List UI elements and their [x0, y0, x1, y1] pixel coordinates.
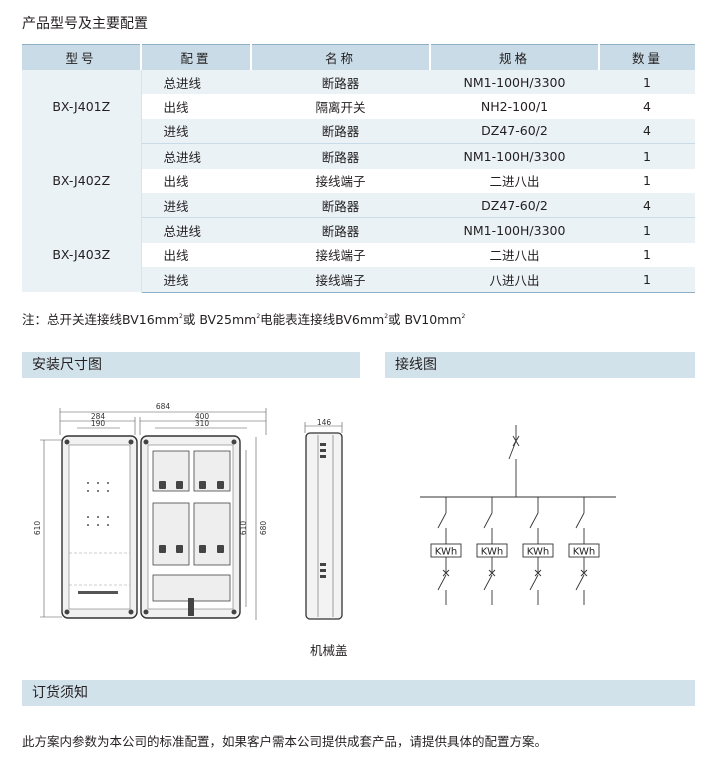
feeder-branches: KWh KWh KWh KWh	[430, 497, 600, 605]
cell-qty: 1	[599, 267, 695, 293]
cell-name: 接线端子	[251, 168, 430, 193]
enclosure-right-box	[140, 435, 241, 619]
note-text-3: 电能表连接线BV6mm	[260, 312, 385, 327]
col-header-spec: 规格	[429, 44, 599, 70]
col-header-model: 型号	[22, 44, 141, 70]
enclosure-side-view	[304, 422, 343, 620]
cell-config: 总进线	[141, 143, 251, 169]
cell-name: 断路器	[251, 118, 430, 145]
feeder-branch: KWh	[522, 497, 554, 605]
cell-spec: 八进八出	[430, 267, 599, 293]
dim-left-inner: 190	[91, 419, 106, 428]
dim-depth: 146	[317, 418, 332, 427]
enclosure-left-door	[61, 435, 138, 619]
cell-qty: 4	[599, 118, 695, 145]
dim-left-height: 610	[33, 521, 42, 536]
feeder-branch: KWh	[430, 497, 462, 605]
kwh-meter-label: KWh	[435, 547, 457, 558]
cell-config: 出线	[141, 94, 251, 119]
cell-spec: 二进八出	[430, 168, 599, 193]
kwh-meter-label: KWh	[481, 547, 503, 558]
note-sup-3: 2	[384, 313, 389, 320]
table-header-row: 型号 配置 名称 规格 数量	[22, 44, 695, 70]
cell-spec: NM1-100H/3300	[430, 217, 599, 243]
dim-right-inner-height: 610	[239, 521, 248, 536]
order-notes-text: 此方案内参数为本公司的标准配置，如果客户需本公司提供成套产品，请提供具体的配置方…	[22, 734, 548, 749]
cell-spec: NM1-100H/3300	[430, 70, 599, 95]
cell-config: 总进线	[141, 217, 251, 243]
note-text-4: 或 BV10mm	[388, 312, 462, 327]
note-sup-2: 2	[256, 313, 261, 320]
feeder-branch: KWh	[476, 497, 508, 605]
col-header-name: 名称	[250, 44, 430, 70]
cell-spec: DZ47-60/2	[430, 192, 599, 219]
cell-config: 出线	[141, 168, 251, 193]
section-order-notes: 订货须知	[22, 680, 695, 706]
cell-config: 总进线	[141, 70, 251, 95]
cell-qty: 1	[599, 143, 695, 169]
cell-qty: 1	[599, 168, 695, 193]
cell-spec: NH2-100/1	[430, 94, 599, 119]
cell-model: BX-J402Z	[22, 143, 142, 218]
wiring-note: 注：总开关连接线BV16mm2或 BV25mm2电能表连接线BV6mm2或 BV…	[22, 309, 465, 328]
dim-right-width: 400	[195, 412, 210, 421]
cell-model: BX-J401Z	[22, 70, 142, 144]
note-sup-1: 2	[179, 313, 183, 320]
cell-spec: 二进八出	[430, 242, 599, 268]
feeder-branch: KWh	[568, 497, 600, 605]
cell-name: 断路器	[251, 217, 430, 243]
cell-qty: 1	[599, 217, 695, 243]
cell-spec: DZ47-60/2	[430, 118, 599, 145]
cell-name: 隔离开关	[251, 94, 430, 119]
cell-name: 接线端子	[251, 267, 430, 293]
cell-config: 进线	[141, 267, 251, 293]
page-title: 产品型号及主要配置	[22, 16, 148, 32]
cell-name: 断路器	[251, 192, 430, 219]
note-text-1: 注：总开关连接线BV16mm	[22, 312, 180, 327]
dim-left-width: 284	[91, 412, 106, 421]
section-wiring: 接线图	[385, 352, 695, 378]
cell-qty: 1	[599, 70, 695, 95]
col-header-config: 配置	[140, 44, 251, 70]
cell-name: 接线端子	[251, 242, 430, 268]
cell-spec: NM1-100H/3300	[430, 143, 599, 169]
wiring-diagram: KWh KWh KWh KWh	[420, 425, 616, 605]
section-install-dims: 安装尺寸图	[22, 352, 360, 378]
cell-qty: 4	[599, 192, 695, 219]
cell-name: 断路器	[251, 70, 430, 95]
install-dimension-drawing: 684 284 190 400 310 610 610 680 146	[33, 402, 343, 620]
col-header-qty: 数量	[598, 44, 695, 70]
dim-overall-width: 684	[156, 402, 171, 411]
note-sup-4: 2	[461, 313, 466, 320]
dim-right-height: 680	[259, 521, 268, 536]
cell-qty: 1	[599, 242, 695, 268]
kwh-meter-label: KWh	[573, 547, 595, 558]
note-text-2: 或 BV25mm	[182, 312, 257, 327]
cell-name: 断路器	[251, 143, 430, 169]
cell-model: BX-J403Z	[22, 217, 142, 293]
dim-right-inner: 310	[195, 419, 210, 428]
drawing-caption: 机械盖	[310, 643, 348, 658]
cell-config: 进线	[141, 192, 251, 219]
cell-config: 出线	[141, 242, 251, 268]
cell-config: 进线	[141, 118, 251, 145]
kwh-meter-label: KWh	[527, 547, 549, 558]
cell-qty: 4	[599, 94, 695, 119]
